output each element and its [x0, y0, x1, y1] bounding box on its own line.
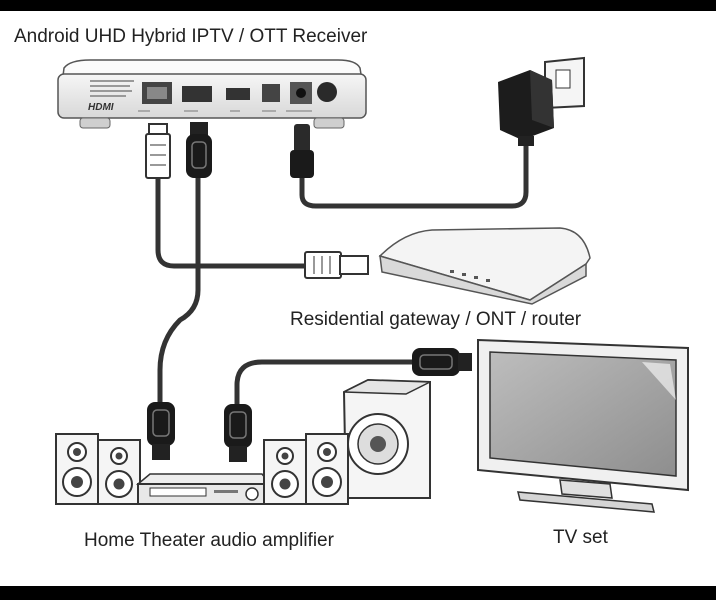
hdmi-plug-receiver [186, 122, 212, 178]
ethernet-cable [155, 175, 315, 269]
tv-label: TV set [553, 527, 608, 548]
hdmi-plug-amplifier-in [147, 402, 175, 460]
residential-gateway [378, 227, 591, 305]
connection-diagram: HDMI [55, 56, 689, 513]
hdmi-cable-amplifier [157, 175, 201, 408]
speaker-left-2 [97, 439, 141, 505]
hdmi-port [182, 86, 212, 102]
subwoofer [342, 378, 431, 499]
router-plug [304, 251, 369, 279]
ethernet-plug-receiver [145, 123, 171, 179]
hdmi-plug-amplifier-out [224, 404, 252, 462]
hdmi-plug-tv [412, 348, 472, 376]
iptv-receiver: HDMI [57, 59, 367, 129]
speaker-right-1 [263, 439, 307, 505]
gateway-label: Residential gateway / ONT / router [290, 309, 582, 330]
spdif-port [262, 84, 280, 102]
speaker-left-1 [55, 433, 99, 505]
diagram-canvas: HDMI [0, 11, 716, 586]
cables [155, 137, 529, 413]
amplifier-label: Home Theater audio amplifier [84, 530, 334, 551]
av-amplifier [135, 473, 272, 505]
power-plug-receiver [290, 124, 314, 178]
tv-set [477, 338, 689, 513]
speaker-right-2 [305, 433, 349, 505]
power-button [317, 82, 337, 102]
power-cable [299, 137, 529, 209]
hdmi-cable-tv [234, 359, 421, 413]
hdmi-logo: HDMI [88, 102, 114, 113]
usb-port [226, 88, 250, 100]
power-adapter [498, 56, 585, 146]
receiver-label: Android UHD Hybrid IPTV / OTT Receiver [14, 26, 368, 47]
